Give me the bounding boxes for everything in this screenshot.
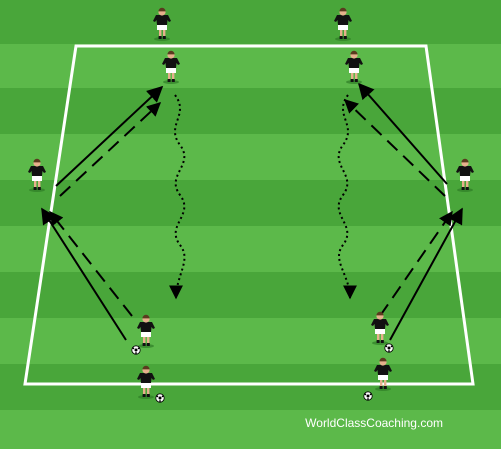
dribble-arrow-right — [337, 94, 357, 300]
dribble-arrow-left — [169, 94, 186, 300]
run-arrows — [49, 99, 453, 317]
soccer-ball-icon — [384, 343, 394, 353]
pass-arrows — [41, 82, 463, 341]
run-arrow-left-up — [49, 210, 133, 317]
soccer-ball-icon — [131, 345, 141, 355]
soccer-ball-icon — [155, 393, 165, 403]
pass-arrow-left-diagonal — [55, 85, 164, 187]
pass-arrow-right-up — [389, 207, 463, 341]
watermark: WorldClassCoaching.com — [305, 416, 443, 430]
dribble-arrows — [169, 94, 357, 300]
run-arrow-left-diagonal — [59, 102, 162, 197]
pass-arrow-right-diagonal — [357, 82, 448, 185]
pass-arrow-left-up — [41, 207, 127, 341]
soccer-ball-icon — [363, 391, 373, 401]
field-boundary — [23, 44, 475, 386]
run-arrow-right-diagonal — [343, 99, 446, 197]
